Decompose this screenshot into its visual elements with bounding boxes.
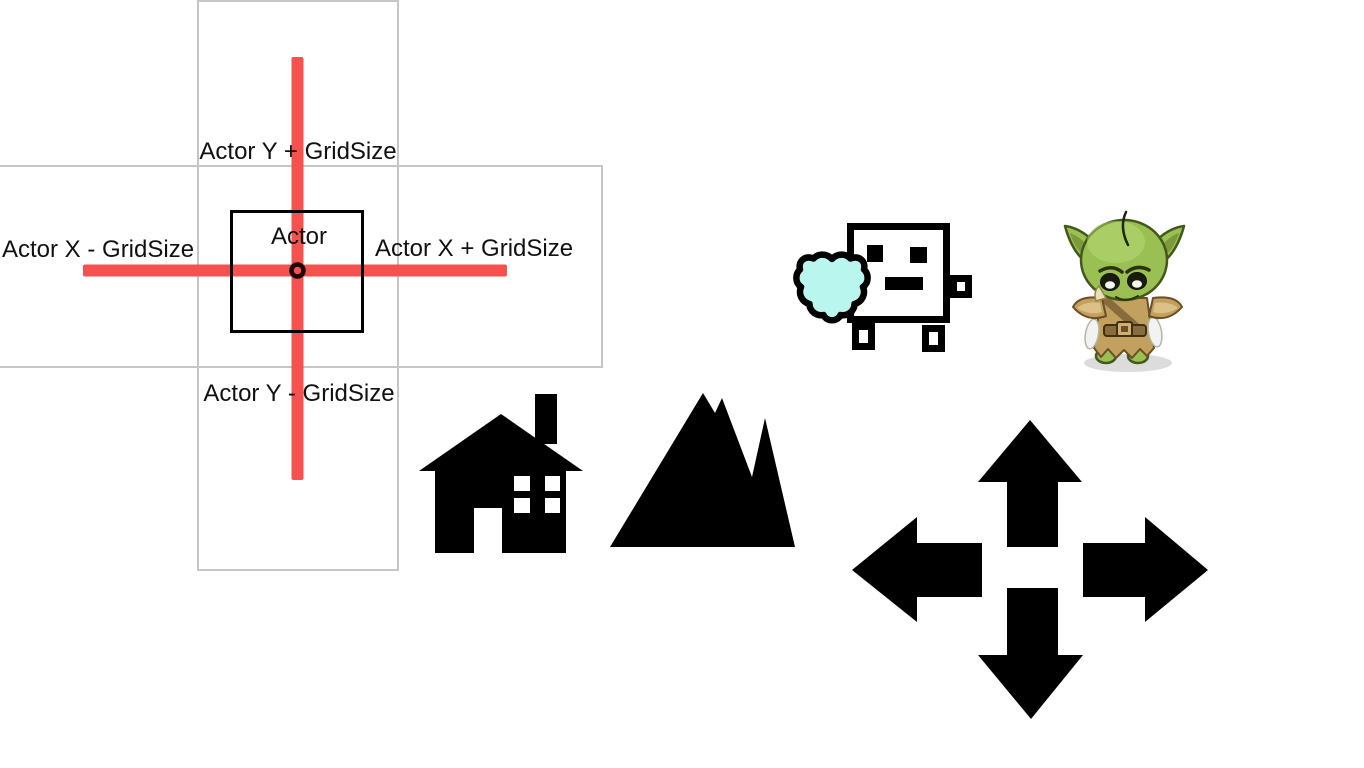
house-window: [514, 498, 530, 513]
house-door: [474, 508, 502, 553]
robot-eye-left: [867, 245, 883, 262]
arrow-up-icon: [978, 420, 1082, 547]
actor-box: [230, 210, 364, 333]
goblin-pupil-left: [1105, 281, 1115, 289]
robot-eye-right: [910, 247, 927, 263]
house-chimney: [535, 394, 557, 444]
move-arrows-sprite: [852, 420, 1208, 719]
mountains-shape: [610, 393, 795, 547]
mountains-sprite: [610, 393, 795, 547]
label-actor: Actor: [270, 223, 328, 250]
arrow-left-icon: [852, 517, 982, 622]
goblin-hair: [1121, 210, 1130, 247]
house-roof: [419, 414, 583, 471]
robot-shield-sprite: [793, 223, 972, 352]
robot-mouth: [885, 277, 923, 290]
arrow-down-icon: [978, 588, 1083, 719]
goblin-feather-left: [1084, 318, 1100, 350]
label-actor-y-plus: Actor Y + GridSize: [199, 138, 397, 165]
arrow-right-icon: [1083, 517, 1208, 622]
robot-foot-right: [922, 325, 945, 352]
house-window: [545, 498, 560, 513]
actor-center-marker: [289, 262, 306, 279]
goblin-tusk: [1094, 284, 1108, 302]
robot-ear: [950, 275, 972, 298]
goblin-pupil-right: [1132, 280, 1142, 288]
robot-foot-left: [852, 323, 875, 350]
grid-diagram: [0, 0, 603, 571]
goblin-mouth: [1115, 295, 1139, 301]
house-window: [545, 476, 560, 491]
goblin-shoulder-left-trim: [1077, 302, 1102, 314]
label-actor-y-minus: Actor Y - GridSize: [203, 380, 395, 407]
goblin-head-highlight: [1087, 221, 1145, 263]
goblin-shoulder-right-trim: [1153, 302, 1178, 314]
shield-icon: [793, 251, 871, 324]
house-sprite: [419, 394, 583, 553]
goblin-buckle-hole: [1121, 326, 1128, 332]
label-actor-x-minus: Actor X - GridSize: [2, 236, 195, 263]
house-window: [514, 476, 530, 491]
goblin-sprite: [1063, 210, 1186, 372]
goblin-brows: [1098, 265, 1151, 274]
label-actor-x-plus: Actor X + GridSize: [375, 235, 574, 262]
